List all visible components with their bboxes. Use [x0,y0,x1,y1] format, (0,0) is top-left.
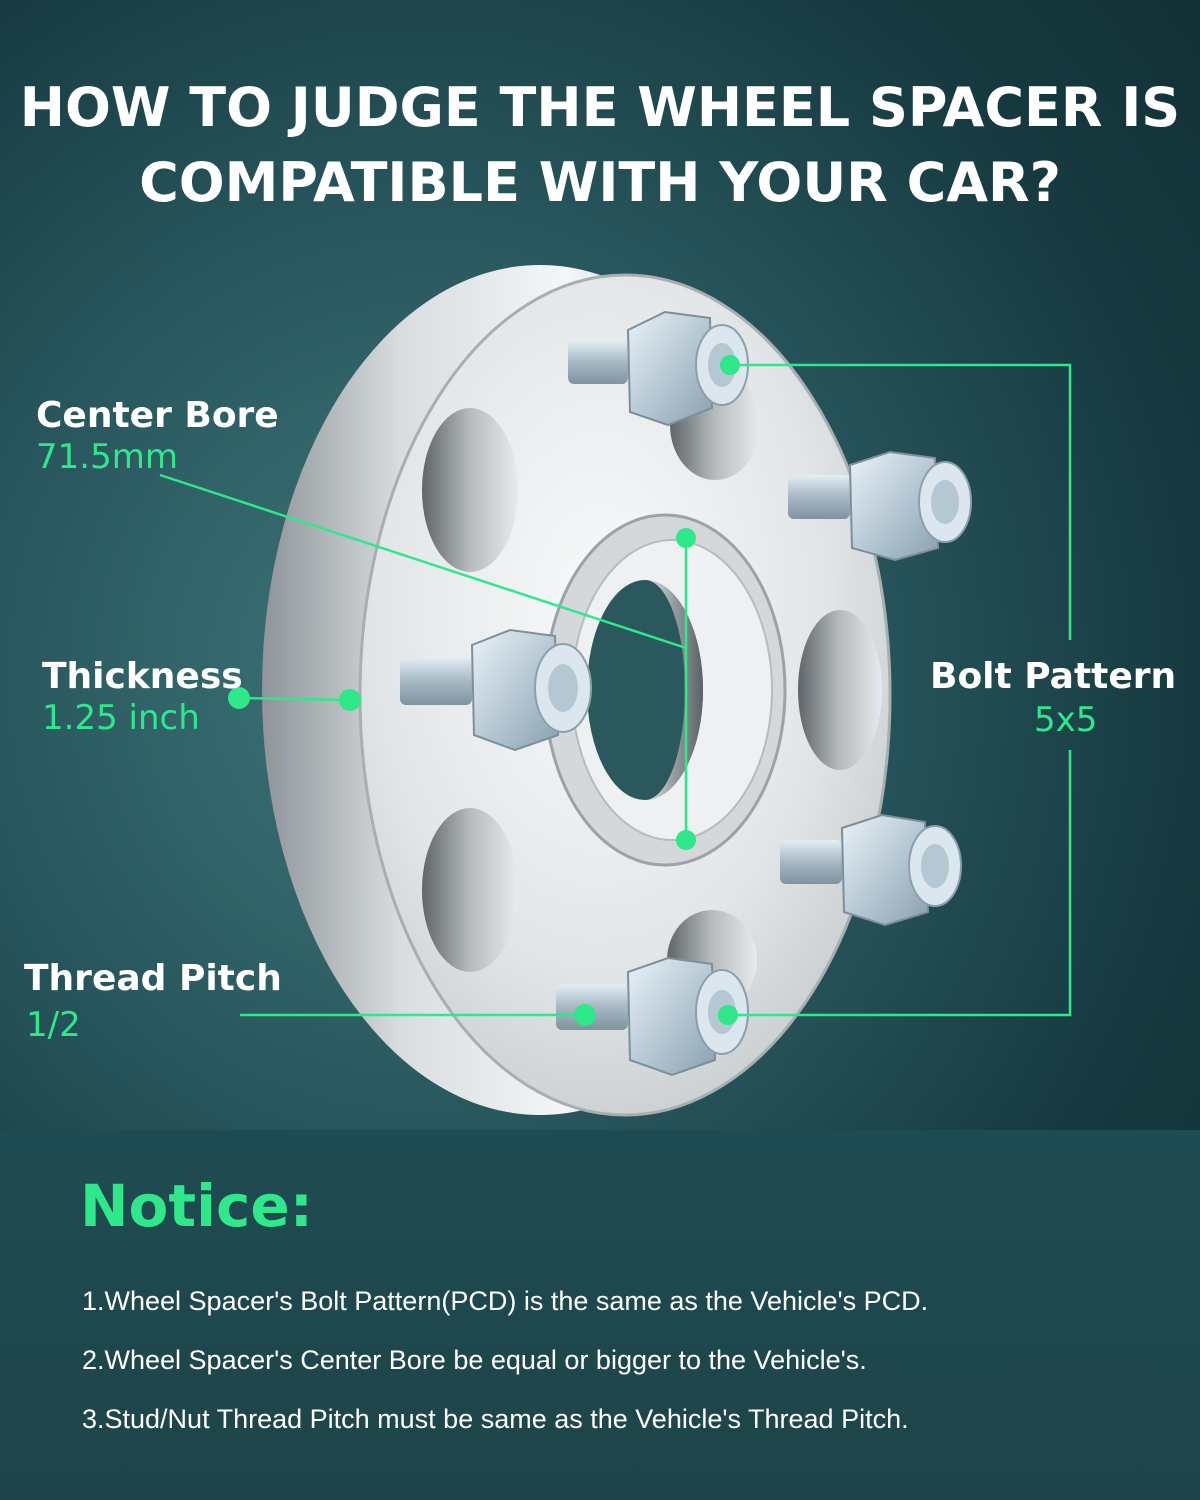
thickness-value: 1.25 inch [42,698,200,738]
notice-title: Notice: [80,1172,313,1240]
bolt-pattern-callout [728,363,1072,1017]
bolt-hole [798,610,882,770]
center-bore-value: 71.5mm [36,437,178,477]
thread-pitch-callout [240,1004,596,1026]
notice-item: 1.Wheel Spacer's Bolt Pattern(PCD) is th… [82,1286,929,1316]
bolt-pattern-label: Bolt Pattern [930,656,1177,697]
bolt-pattern-value: 5x5 [1034,700,1098,740]
lug-nut-upper-right [788,450,972,562]
lug-nut-top [568,310,749,427]
center-bore-dot-top [676,528,696,548]
notice-panel: Notice: 1.Wheel Spacer's Bolt Pattern(PC… [0,1130,1200,1500]
notice-item: 3.Stud/Nut Thread Pitch must be same as … [82,1404,909,1434]
title-line-2: COMPATIBLE WITH YOUR CAR? [139,151,1061,214]
page-title: HOW TO JUDGE THE WHEEL SPACER IS COMPATI… [0,70,1200,220]
hub-ring [543,513,787,867]
wheel-spacer-illustration [159,265,1072,1117]
lug-nut-left [400,628,592,752]
bolt-hole [422,808,518,972]
bolt-hole [422,408,518,572]
thread-pitch-label: Thread Pitch [24,958,282,999]
bolt-pattern-dot-bottom [718,1005,738,1025]
thread-pitch-value: 1/2 [26,1005,81,1045]
notice-item: 2.Wheel Spacer's Center Bore be equal or… [82,1345,867,1375]
lug-nut-bottom [556,956,749,1077]
thickness-label: Thickness [42,656,243,697]
center-bore-dot-bottom [676,830,696,850]
center-bore-label: Center Bore [36,395,279,436]
center-bore-hole [587,580,703,800]
center-bore-callout [159,473,688,840]
lug-nut-lower-right [780,813,962,927]
title-line-1: HOW TO JUDGE THE WHEEL SPACER IS [19,76,1181,139]
thickness-callout [228,687,361,711]
bolt-pattern-dot-top [720,355,740,375]
